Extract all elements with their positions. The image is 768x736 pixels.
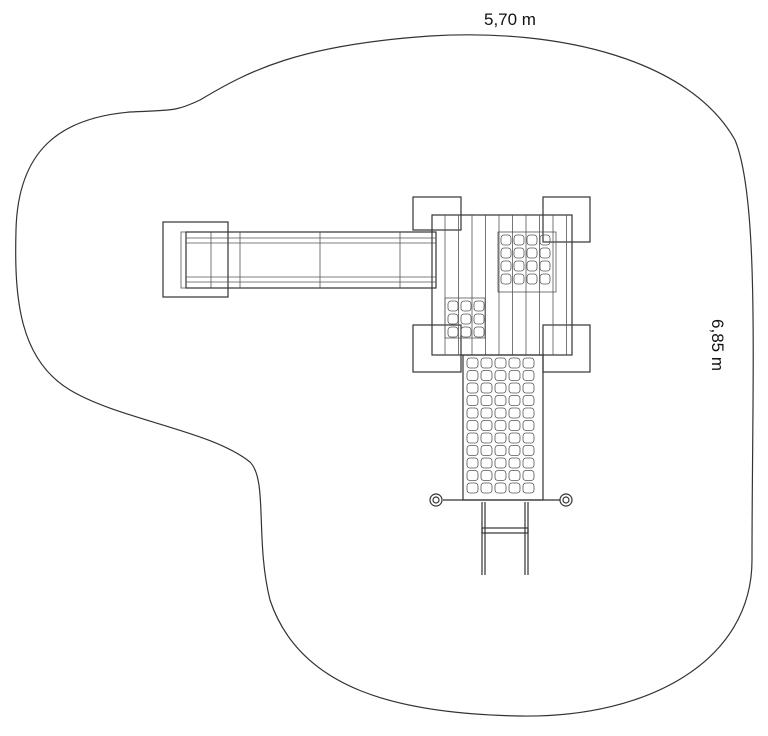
net-cell [522, 357, 535, 369]
net-cell [522, 482, 535, 494]
net-cell [508, 382, 521, 394]
net-cell [480, 482, 493, 494]
net-cell [513, 273, 525, 285]
net-cell [508, 395, 521, 406]
net-cell [508, 482, 521, 494]
net-cell [480, 470, 493, 481]
net-cell [508, 470, 521, 481]
corner-posts [412, 196, 591, 373]
net-cell [508, 357, 521, 369]
net-cell [508, 457, 521, 469]
net-cell [460, 326, 472, 338]
net-cell [494, 420, 507, 431]
net-cell [466, 407, 479, 419]
net-cell [500, 273, 512, 285]
net-cell [494, 407, 507, 419]
depth-dimension-label: 6,85 m [708, 319, 727, 371]
net-cell [539, 273, 551, 285]
net-cell [466, 420, 479, 431]
net-cell [480, 382, 493, 394]
net-cell [494, 370, 507, 381]
net-cell [466, 357, 479, 369]
net-cell [473, 326, 485, 338]
net-cell [494, 445, 507, 456]
net-cell [466, 445, 479, 456]
net-cell [522, 420, 535, 431]
net-cell [508, 420, 521, 431]
net-cell [473, 313, 485, 325]
net-cell [466, 395, 479, 406]
net-cell [513, 247, 525, 259]
net-cell [473, 300, 485, 312]
net-cell [480, 445, 493, 456]
climbing-net [462, 354, 544, 501]
net-cell [508, 370, 521, 381]
net-cell [513, 234, 525, 246]
net-cell [494, 482, 507, 494]
net-cell [494, 395, 507, 406]
net-cell [466, 370, 479, 381]
net-cell [460, 313, 472, 325]
net-anchors [429, 493, 573, 507]
net-cell [494, 382, 507, 394]
net-cell [539, 260, 551, 272]
net-cell [494, 432, 507, 444]
net-cell [460, 300, 472, 312]
net-cell [539, 247, 551, 259]
net-cell [480, 395, 493, 406]
net-cell [447, 313, 459, 325]
ladder [481, 502, 529, 575]
net-cell [526, 273, 538, 285]
net-cell [466, 470, 479, 481]
net-cell [447, 326, 459, 338]
net-cell [522, 407, 535, 419]
width-dimension-label: 5,70 m [484, 10, 536, 29]
net-cell [526, 247, 538, 259]
net-cell [480, 370, 493, 381]
net-cell [526, 234, 538, 246]
safety-zone-outline [15, 34, 754, 717]
net-cell [522, 457, 535, 469]
net-cell [522, 432, 535, 444]
net-cell [466, 482, 479, 494]
net-cell [526, 260, 538, 272]
net-cell [480, 407, 493, 419]
net-cell [480, 420, 493, 431]
net-cell [447, 300, 459, 312]
net-cell [508, 407, 521, 419]
slide [162, 221, 437, 298]
platform [431, 214, 573, 356]
net-cell [494, 470, 507, 481]
net-cell [508, 432, 521, 444]
net-cell [480, 457, 493, 469]
net-cell [522, 445, 535, 456]
net-cell [522, 395, 535, 406]
net-cell [513, 260, 525, 272]
net-cell [500, 234, 512, 246]
net-cell [508, 445, 521, 456]
net-cell [522, 470, 535, 481]
net-cell [466, 457, 479, 469]
net-cell [500, 247, 512, 259]
net-cell [466, 432, 479, 444]
net-cell [494, 457, 507, 469]
net-cell [522, 382, 535, 394]
net-cell [480, 432, 493, 444]
net-cell [522, 370, 535, 381]
net-cell [494, 357, 507, 369]
net-cell [500, 260, 512, 272]
net-cell [466, 382, 479, 394]
net-cell [539, 234, 551, 246]
net-cell [480, 357, 493, 369]
